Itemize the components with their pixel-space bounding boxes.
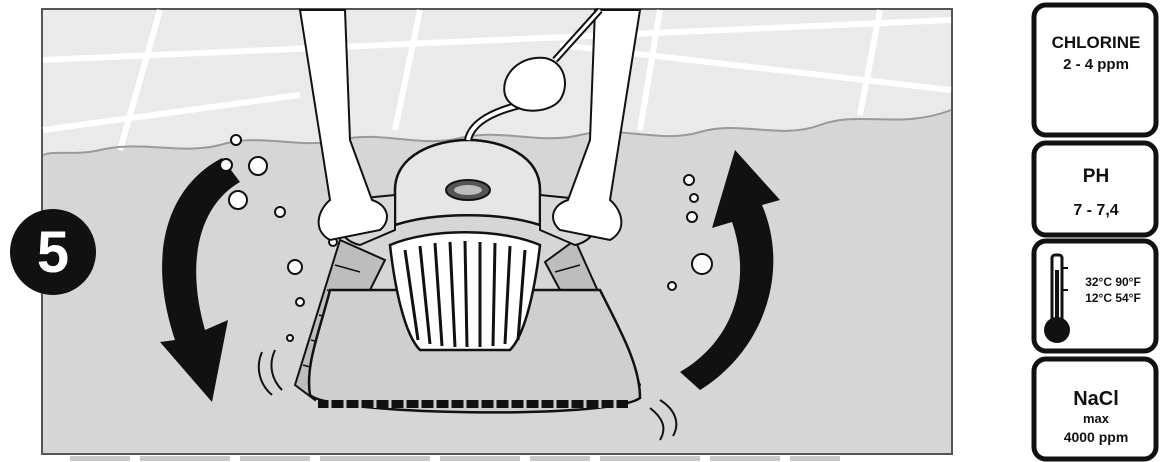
illustration-panel — [42, 9, 952, 454]
spec-badges: CHLORINE 2 - 4 ppm PH 7 - 7,4 32°C 90°F … — [1034, 5, 1156, 459]
badge-nacl-value: 4000 ppm — [1064, 429, 1129, 445]
badge-ph: PH 7 - 7,4 — [1034, 143, 1156, 235]
badge-temperature: 32°C 90°F 12°C 54°F — [1034, 241, 1156, 351]
badge-temperature-high: 32°C 90°F — [1085, 275, 1141, 289]
brush-teeth — [318, 400, 628, 408]
badge-chlorine-value: 2 - 4 ppm — [1063, 56, 1129, 73]
badge-nacl-max: max — [1083, 411, 1110, 426]
step-number-badge: 5 — [10, 209, 96, 295]
badge-chlorine-label: CHLORINE — [1052, 33, 1141, 52]
badge-nacl: NaCl max 4000 ppm — [1034, 359, 1156, 459]
caption-faint-text — [70, 456, 840, 461]
badge-chlorine: CHLORINE 2 - 4 ppm — [1034, 5, 1156, 135]
badge-nacl-label: NaCl — [1073, 388, 1119, 410]
badge-ph-label: PH — [1083, 166, 1109, 187]
badge-ph-value: 7 - 7,4 — [1073, 202, 1118, 219]
badge-temperature-low: 12°C 54°F — [1085, 291, 1141, 305]
step-number: 5 — [37, 220, 69, 285]
